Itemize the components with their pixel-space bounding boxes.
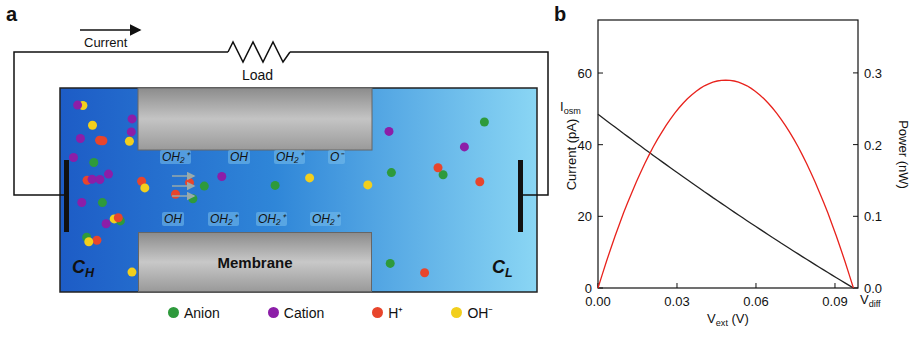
label: 0.09 (822, 295, 847, 308)
legend-text: OH⁻ (467, 306, 493, 320)
tick (853, 144, 858, 145)
legend-text: Anion (184, 306, 220, 320)
label: OH (162, 212, 184, 226)
membrane-top (138, 88, 372, 150)
tick (755, 283, 756, 288)
label: CH (72, 258, 94, 279)
label: Vext (V) (707, 312, 749, 328)
tick (853, 216, 858, 217)
label: 0.06 (743, 295, 768, 308)
tick (598, 144, 603, 145)
ion-dot (128, 114, 137, 123)
ion-dot (363, 180, 372, 189)
chart (598, 20, 858, 288)
tick (676, 283, 677, 288)
power-curve (598, 80, 853, 288)
current-arrow (80, 29, 140, 31)
label: 0.03 (664, 295, 689, 308)
label: CL (492, 258, 513, 279)
ion-dot (271, 181, 280, 190)
label: OH₂⁺ (310, 212, 341, 226)
label: OH₂⁺ (274, 150, 305, 164)
electrode (64, 160, 69, 232)
legend-text: H⁺ (388, 306, 403, 320)
ion-dot (200, 182, 209, 191)
ion-dot (128, 268, 137, 277)
label: OH (228, 150, 250, 164)
ion-dot (420, 268, 429, 277)
ion-dot (171, 190, 180, 199)
label: 0 (585, 282, 592, 295)
tick (598, 216, 603, 217)
ion-dot (89, 158, 98, 167)
ion-dot (97, 136, 106, 145)
label: Load (242, 68, 273, 82)
ion-dot (92, 236, 101, 245)
label: OH₂⁺ (256, 212, 287, 226)
label: 20 (578, 210, 592, 223)
label: b (554, 4, 566, 24)
label: O⁻ (328, 150, 345, 164)
ion-dot (95, 175, 104, 184)
electrode (518, 160, 523, 232)
tick (834, 283, 835, 288)
label: OH₂⁺ (208, 212, 239, 226)
ion-dot (104, 170, 113, 179)
node-text: Membrane (217, 254, 292, 271)
ion-dot (114, 213, 123, 222)
legend-swatch (451, 307, 462, 318)
resistor-symbol (228, 42, 290, 62)
legend-text: Cation (284, 306, 324, 320)
ion-dot (385, 127, 394, 136)
label: Current (84, 36, 127, 49)
label: 40 (578, 139, 592, 152)
legend-swatch (372, 307, 383, 318)
ion-dot (475, 177, 484, 186)
label: 0.1 (864, 210, 882, 223)
ion-dot (73, 101, 82, 110)
ion-dot (77, 198, 86, 207)
ion-dot (480, 118, 489, 127)
ion-dot (140, 183, 149, 192)
tick (853, 72, 858, 73)
ion-dot (460, 142, 469, 151)
ion-dot (76, 134, 85, 143)
ion-dot (84, 237, 93, 246)
ion-dot (305, 173, 314, 182)
legend-swatch (268, 307, 279, 318)
label: Current (pA) (566, 118, 579, 190)
ion-dot (88, 121, 97, 130)
membrane-block: Membrane (138, 232, 372, 292)
label: 0.2 (864, 139, 882, 152)
ion-dot (387, 168, 396, 177)
label: Power (nW) (897, 120, 910, 189)
solution-cell (60, 88, 537, 292)
flow-arrow (172, 185, 194, 187)
ion-dot (102, 219, 111, 228)
flow-arrow (172, 175, 194, 177)
ion-dot (125, 137, 134, 146)
ion-dot (386, 259, 395, 268)
wire (14, 52, 228, 195)
label: Vdiff (860, 293, 881, 309)
ion-dot (217, 172, 226, 181)
legend-swatch (168, 307, 179, 318)
wire (290, 52, 548, 195)
label: 60 (578, 67, 592, 80)
label: 0.00 (585, 295, 610, 308)
ion-dot (127, 127, 136, 136)
label: OH₂⁺ (160, 150, 191, 164)
tick (598, 73, 603, 74)
current-curve (598, 114, 853, 288)
label: Iosm (560, 100, 581, 116)
label: 0.3 (864, 67, 882, 80)
label: a (6, 4, 17, 24)
ion-dot (98, 198, 107, 207)
ion-dot (434, 163, 443, 172)
flow-arrow (172, 195, 194, 197)
ion-dot (88, 175, 97, 184)
ion-dot (69, 153, 78, 162)
plot-frame (598, 20, 858, 288)
